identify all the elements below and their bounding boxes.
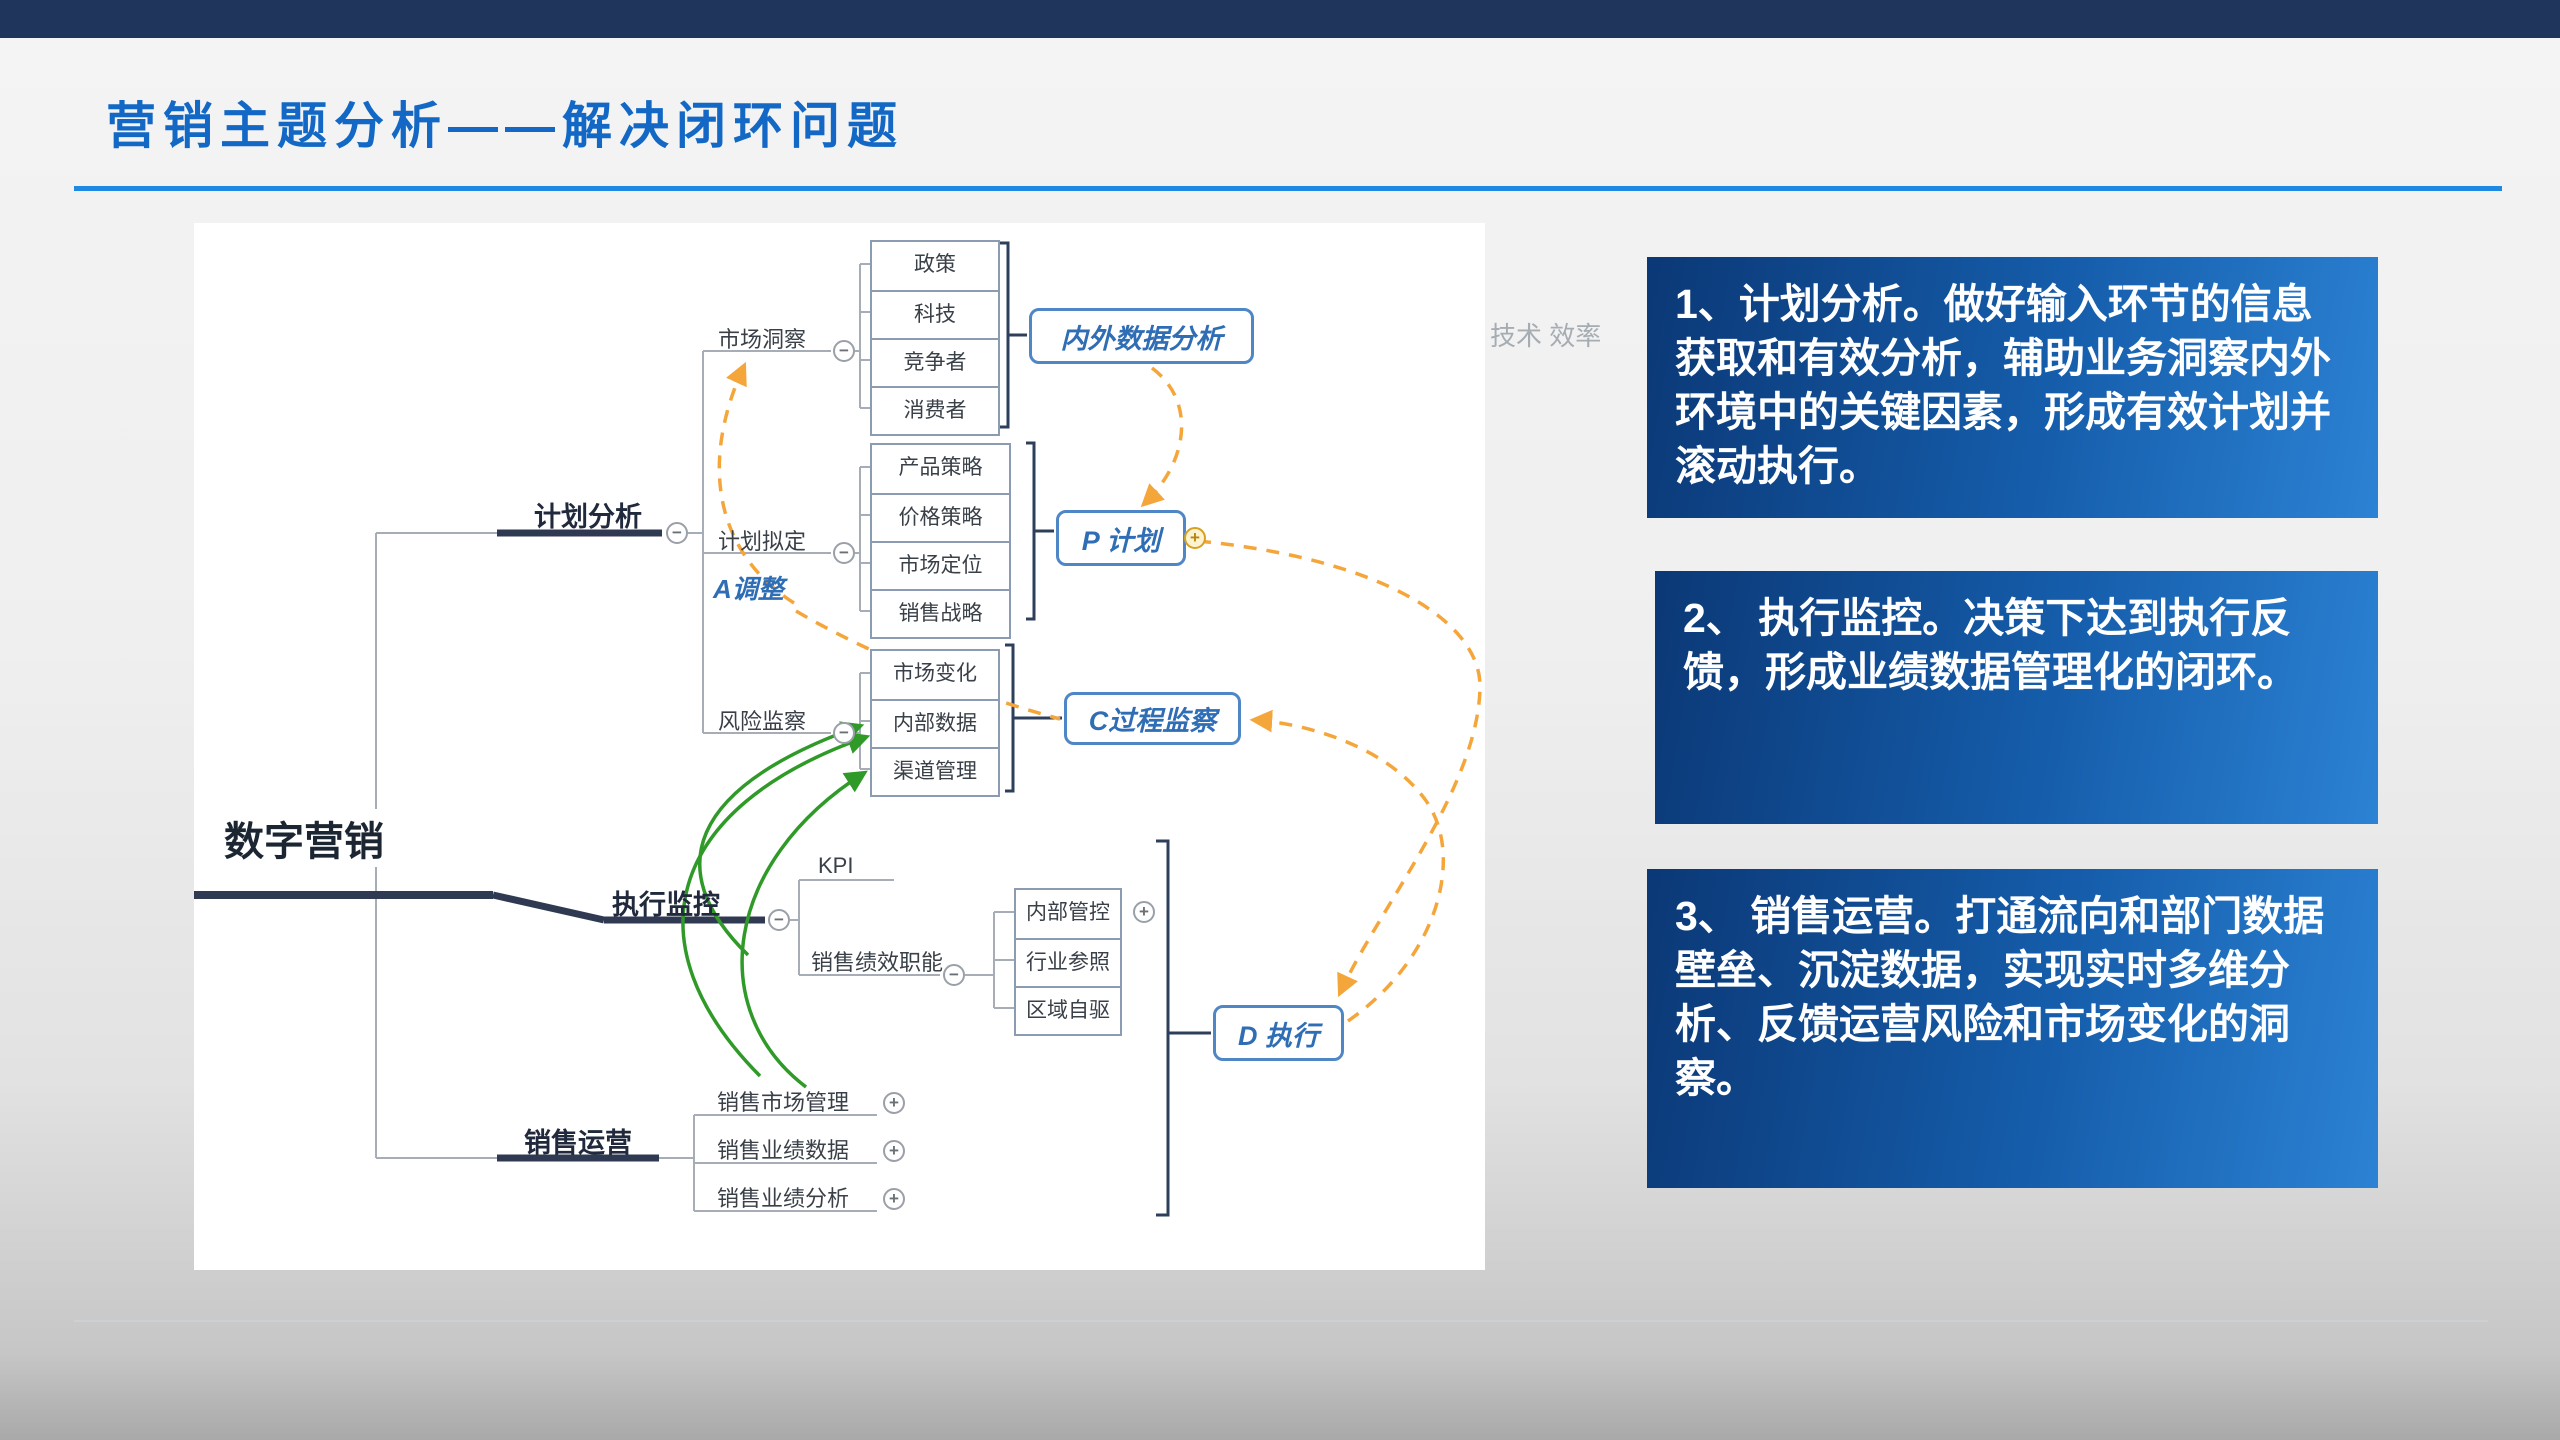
node-risk-monitor: 风险监察 [718, 709, 807, 734]
callout-execution-monitor: 2、 执行监控。决策下达到执行反馈，形成业绩数据管理化的闭环。 [1655, 571, 2378, 824]
collapse-icon-risk[interactable]: − [833, 722, 855, 744]
expand-icon-sales-market[interactable]: + [883, 1092, 905, 1114]
branch-plan-analysis: 计划分析 [534, 502, 642, 532]
watermark-text: 技术 效率 [1490, 321, 1602, 351]
summary-d-execute: D 执行 [1213, 1005, 1344, 1061]
footer-divider [74, 1320, 2488, 1322]
collapse-icon-perf[interactable]: − [943, 964, 965, 986]
cell-consumers: 消费者 [872, 386, 998, 434]
node-kpi: KPI [818, 853, 854, 878]
node-sales-performance-function: 销售绩效职能 [811, 950, 944, 975]
top-accent-bar [0, 0, 2560, 38]
node-sales-market-mgmt: 销售市场管理 [717, 1090, 850, 1115]
cell-channel-mgmt: 渠道管理 [872, 747, 998, 795]
branch-sales-operation: 销售运营 [524, 1128, 632, 1158]
collapse-icon-insight[interactable]: − [833, 340, 855, 362]
root-node: 数字营销 [218, 809, 390, 867]
node-sales-performance-analysis: 销售业绩分析 [717, 1186, 850, 1211]
expand-icon-sales-data[interactable]: + [883, 1140, 905, 1162]
expand-icon-p-plan[interactable]: + [1184, 527, 1206, 549]
cell-regional-selfdrive: 区域自驱 [1016, 986, 1120, 1034]
node-plan-draft: 计划拟定 [718, 529, 807, 554]
cell-competitors: 竞争者 [872, 338, 998, 386]
summary-p-plan: P 计划 [1056, 510, 1186, 566]
green-feedback-arrows [681, 721, 871, 1089]
cell-internal-data: 内部数据 [872, 699, 998, 747]
collapse-icon-exec[interactable]: − [768, 909, 790, 931]
cell-technology: 科技 [872, 290, 998, 338]
branch-execution-monitor: 执行监控 [612, 890, 720, 920]
expand-icon-internal-control[interactable]: + [1133, 901, 1155, 923]
cell-internal-control: 内部管控 [1026, 901, 1110, 924]
title-underline [74, 186, 2502, 191]
callout-plan-analysis: 1、计划分析。做好输入环节的信息获取和有效分析，辅助业务洞察内外环境中的关键因素… [1647, 257, 2378, 518]
cell-market-positioning: 市场定位 [872, 541, 1009, 589]
draft-item-stack: 产品策略 价格策略 市场定位 销售战略 [870, 443, 1011, 639]
cell-market-change: 市场变化 [893, 662, 977, 685]
pdca-loop-arrows [717, 361, 1482, 1023]
expand-icon-sales-analysis[interactable]: + [883, 1188, 905, 1210]
risk-item-stack: 市场变化 内部数据 渠道管理 [870, 649, 1000, 797]
summary-c-process-monitor: C过程监察 [1064, 692, 1241, 745]
branch-bars [194, 529, 765, 1162]
summary-internal-external-analysis: 内外数据分析 [1029, 308, 1254, 364]
cell-industry-reference: 行业参照 [1016, 938, 1120, 986]
slide-title: 营销主题分析——解决闭环问题 [106, 98, 904, 154]
tree-lines [375, 263, 1014, 1212]
cell-policy: 政策 [914, 253, 956, 276]
cell-product-strategy: 产品策略 [898, 456, 983, 479]
node-market-insight: 市场洞察 [718, 327, 807, 352]
cell-price-strategy: 价格策略 [872, 493, 1009, 541]
node-a-adjust: A调整 [713, 574, 784, 604]
group-brackets [1000, 241, 1211, 1217]
perf-item-stack: 内部管控 行业参照 区域自驱 [1014, 888, 1122, 1036]
callout-sales-operation: 3、 销售运营。打通流向和部门数据壁垒、沉淀数据，实现实时多维分析、反馈运营风险… [1647, 869, 2378, 1188]
cell-sales-strategy: 销售战略 [872, 589, 1009, 637]
collapse-icon-plan[interactable]: − [666, 522, 688, 544]
node-sales-performance-data: 销售业绩数据 [717, 1138, 850, 1163]
mindmap-panel: 数字营销 计划分析 执行监控 销售运营 市场洞察 计划拟定 A调整 风险监察 K… [194, 223, 1485, 1270]
insight-item-stack: 政策 科技 竞争者 消费者 [870, 240, 1000, 436]
collapse-icon-draft[interactable]: − [833, 542, 855, 564]
mindmap-connectors [194, 241, 1482, 1217]
